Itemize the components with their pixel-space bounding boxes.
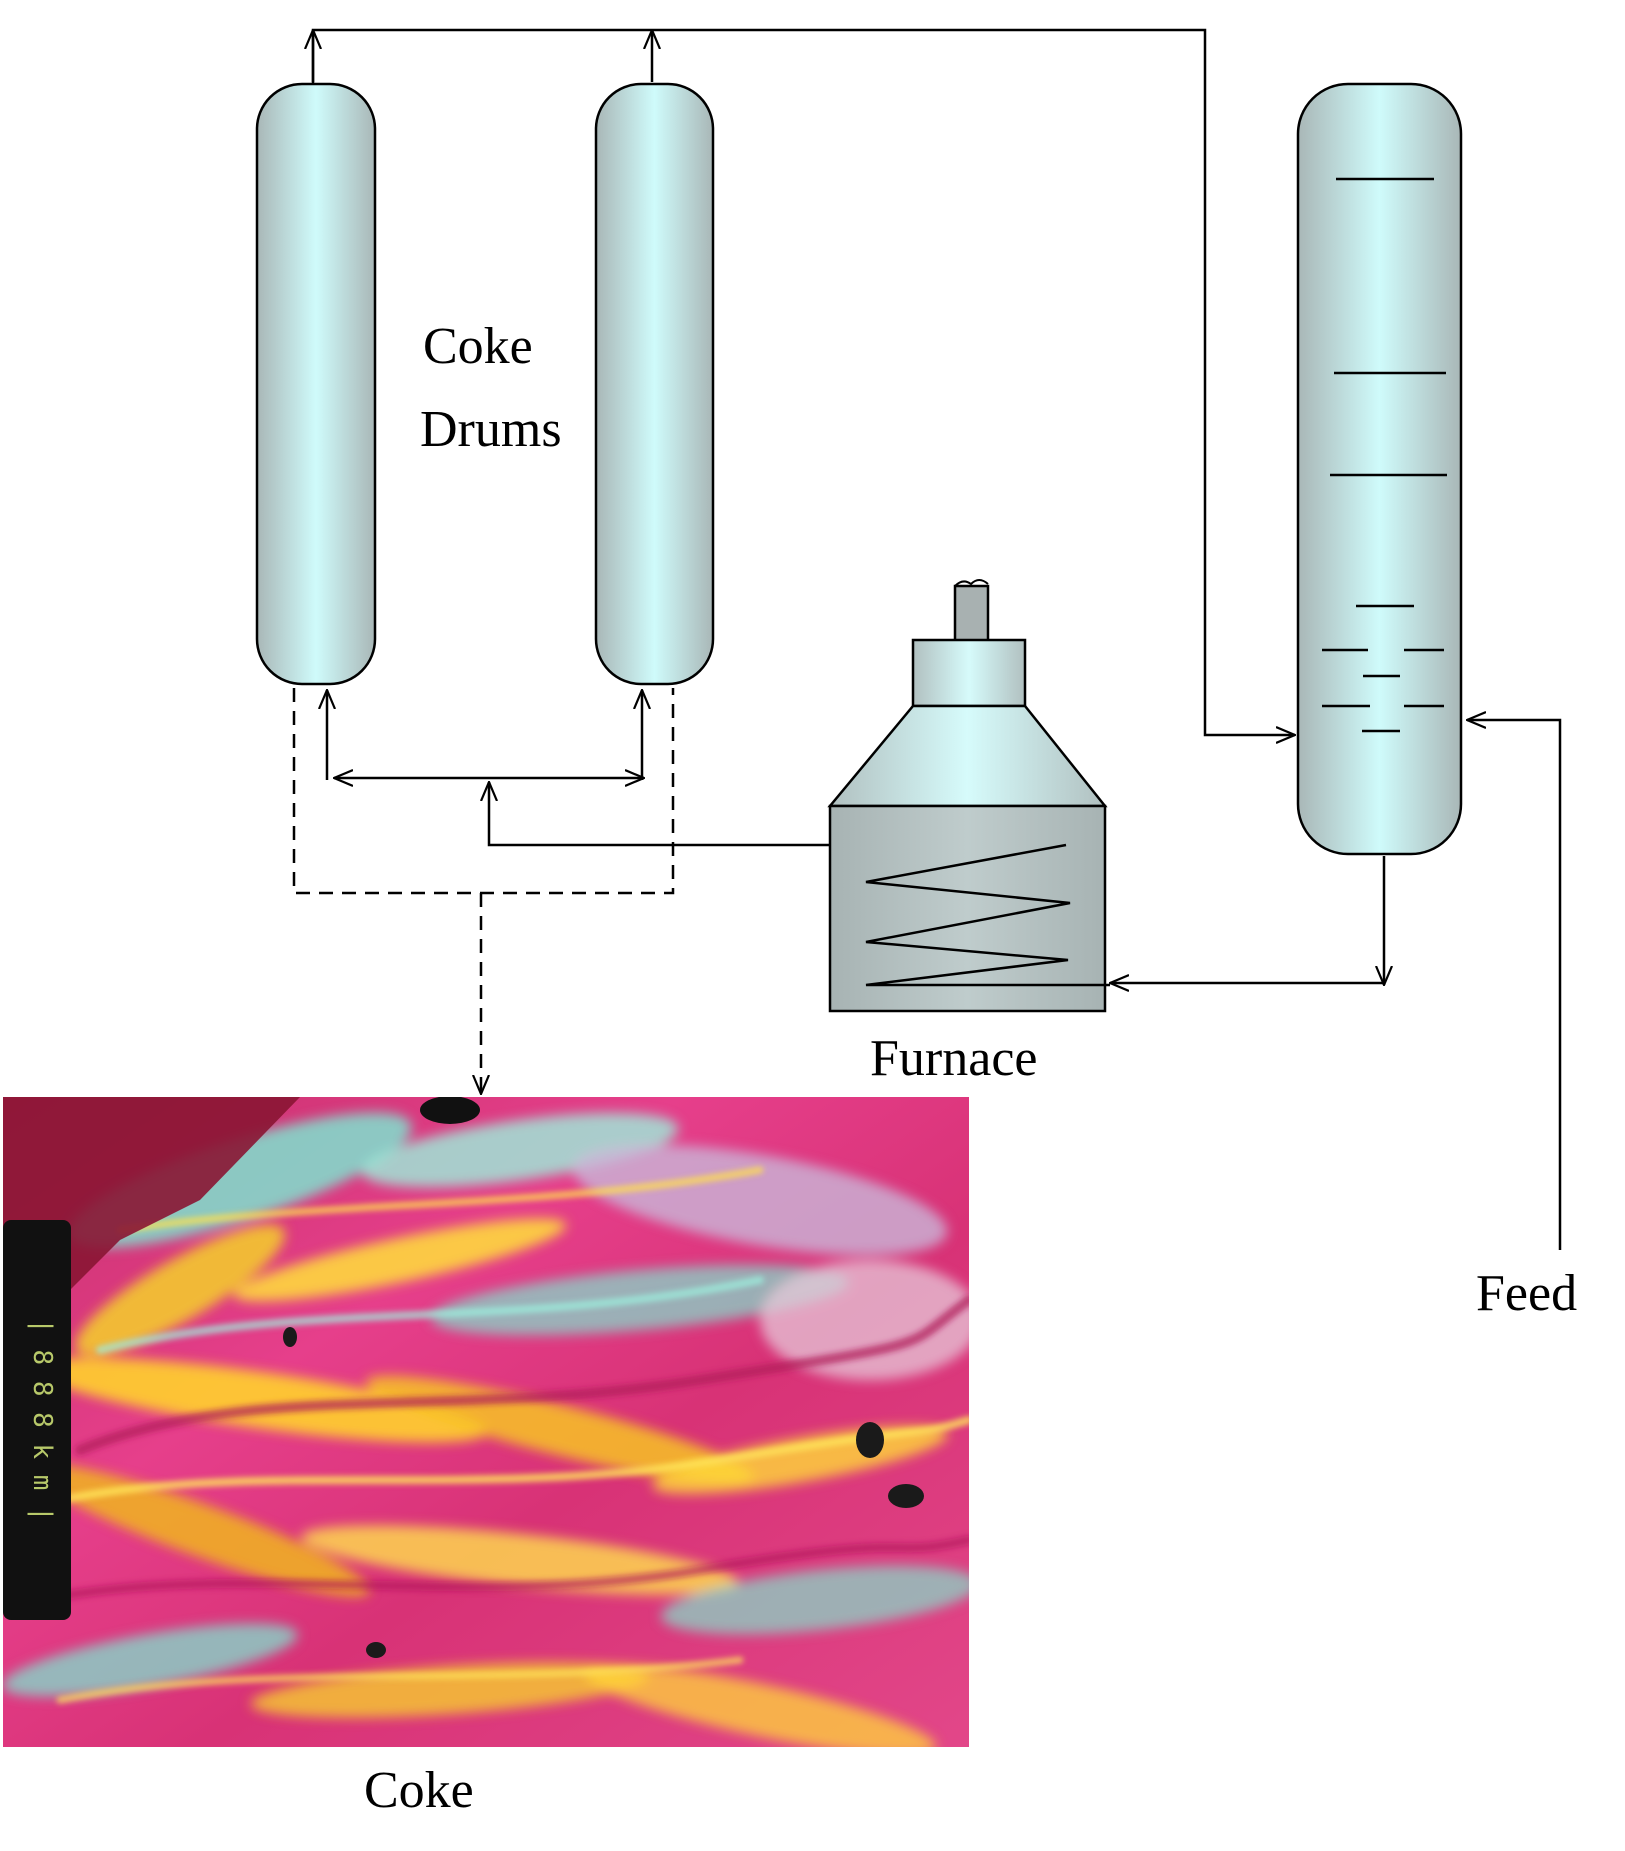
furnace-label: Furnace <box>870 1030 1037 1087</box>
coke-drum-1 <box>255 82 377 686</box>
furnace <box>827 579 1110 1013</box>
feed-label: Feed <box>1476 1265 1577 1322</box>
micrograph-scale-strip <box>3 1220 71 1620</box>
fractionator-column <box>1296 82 1463 856</box>
fractionator-trays <box>1322 177 1447 733</box>
micrograph-scale-marks: | 8 8 8 k m | <box>27 1318 57 1522</box>
coke-drums-label-line2: Drums <box>420 401 562 458</box>
coke-drums-label-line1: Coke <box>423 318 533 375</box>
coke-micrograph <box>3 1097 969 1747</box>
furnace-hood <box>827 704 1108 808</box>
overhead-vapor-line <box>311 28 1295 735</box>
furnace-coil <box>865 843 1110 987</box>
coke-drum-2 <box>594 82 715 686</box>
coke-label: Coke <box>364 1762 474 1819</box>
stack-smoke-icon <box>954 579 989 587</box>
coke-discharge-lines <box>292 688 675 1094</box>
furnace-top <box>911 638 1027 708</box>
furnace-stack <box>953 584 990 643</box>
feed-line <box>1467 720 1562 1250</box>
furnace-firebox <box>828 804 1107 1013</box>
